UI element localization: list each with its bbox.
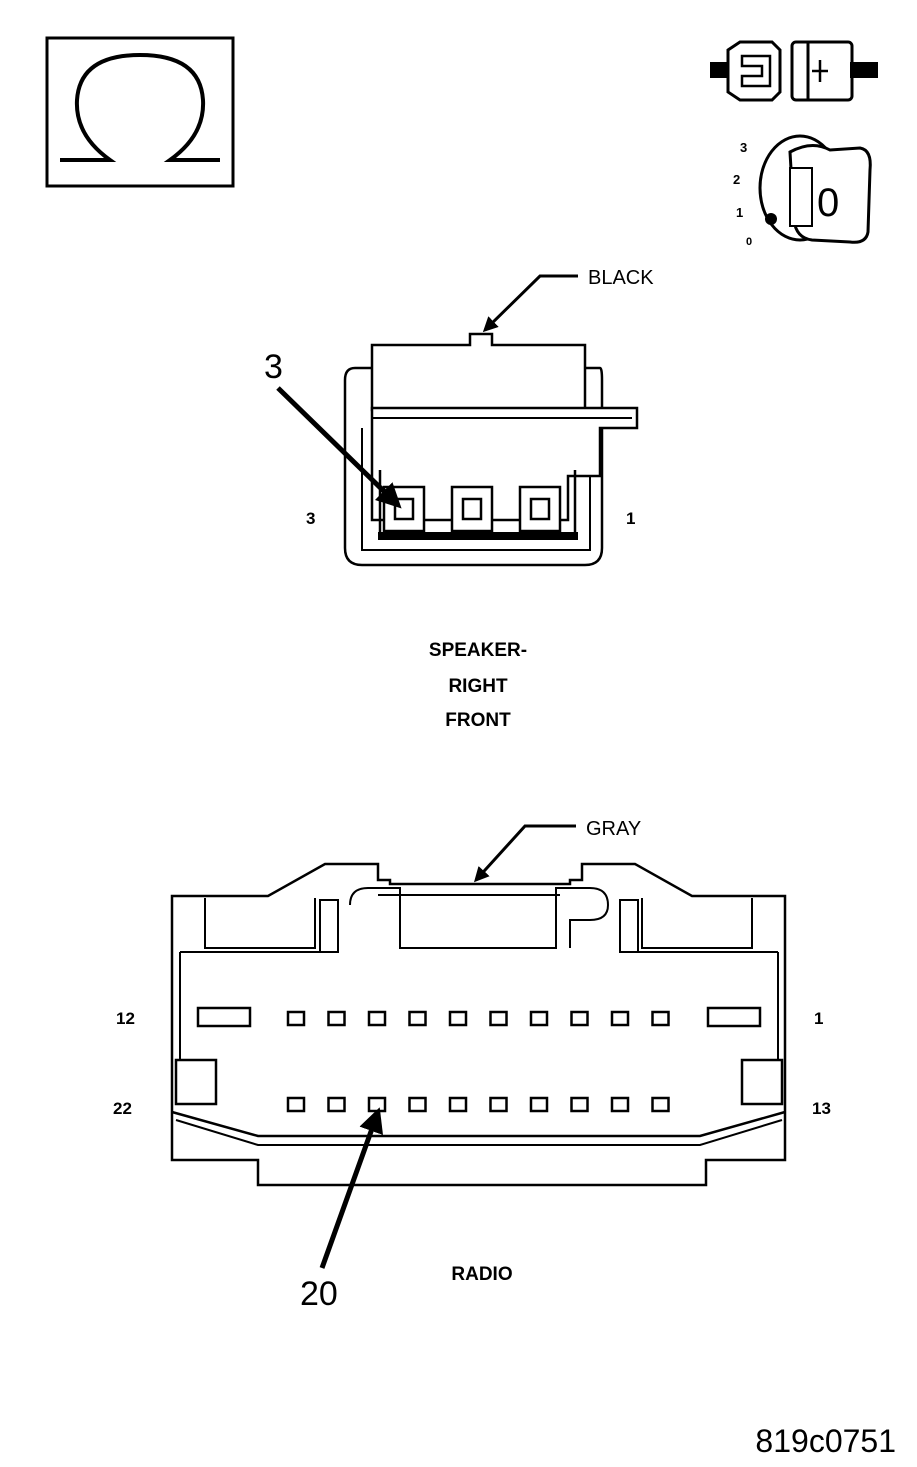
speaker-pin-callout-number: 3 [264,348,283,386]
radio-pin-18 [448,1096,468,1113]
speaker-pin-2 [450,485,494,533]
radio-pin-4 [570,1010,589,1027]
radio-pin-3 [610,1010,630,1027]
radio-pin-13 [651,1096,670,1113]
radio-pin-15 [570,1096,589,1113]
speaker-title-line-3: FRONT [445,710,511,731]
radio-pin-callout: 20 [300,1107,384,1313]
speaker-pin-callout: 3 [264,348,402,509]
radio-pin-16 [529,1096,549,1113]
radio-pin-14 [610,1096,630,1113]
speaker-title-line-1: SPEAKER- [429,640,527,661]
speaker-title-line-2: RIGHT [448,676,508,697]
radio-pin-5 [529,1010,549,1027]
radio-pin-callout-number: 20 [300,1275,338,1313]
ohmmeter-icon [45,36,235,188]
ignition-position-0: 0 [746,236,752,248]
radio-pin-1 [706,1006,762,1028]
ignition-key-position: 0 [817,181,839,225]
radio-connector [170,862,787,1187]
radio-color-callout: GRAY [473,818,641,883]
speaker-pin-1 [518,485,562,533]
radio-pin-9 [367,1010,387,1027]
radio-pin-6 [489,1010,508,1027]
radio-pin-19 [408,1096,427,1113]
radio-pin-10 [327,1010,346,1027]
radio-pin-21 [327,1096,346,1113]
radio-pin-grid [196,1006,762,1113]
radio-pin-20 [367,1096,387,1113]
speaker-left-pin-number: 3 [306,509,315,528]
radio-pin-11 [286,1010,306,1027]
ignition-key-icon: 3 2 1 0 0 [733,134,872,248]
radio-title: RADIO [451,1264,512,1285]
radio-pin-2 [651,1010,670,1027]
radio-top-left-pin-number: 12 [116,1009,135,1028]
radio-pin-22 [286,1096,306,1113]
figure-id: 819c0751 [755,1423,896,1459]
radio-top-right-pin-number: 1 [814,1009,823,1028]
speaker-pin-3 [382,485,426,533]
radio-pin-8 [408,1010,427,1027]
speaker-color-callout: BLACK [482,267,654,333]
radio-bottom-right-pin-number: 13 [812,1099,831,1118]
disconnected-connector-icon [710,40,878,102]
ignition-position-1: 1 [736,205,743,220]
radio-pin-17 [489,1096,508,1113]
radio-pin-7 [448,1010,468,1027]
speaker-right-pin-number: 1 [626,509,635,528]
radio-pin-12 [196,1006,252,1028]
speaker-connector [343,332,639,567]
radio-bottom-left-pin-number: 22 [113,1099,132,1118]
ignition-position-3: 3 [740,140,747,155]
speaker-color-label: BLACK [588,267,654,289]
ignition-position-2: 2 [733,172,740,187]
radio-color-label: GRAY [586,818,641,840]
